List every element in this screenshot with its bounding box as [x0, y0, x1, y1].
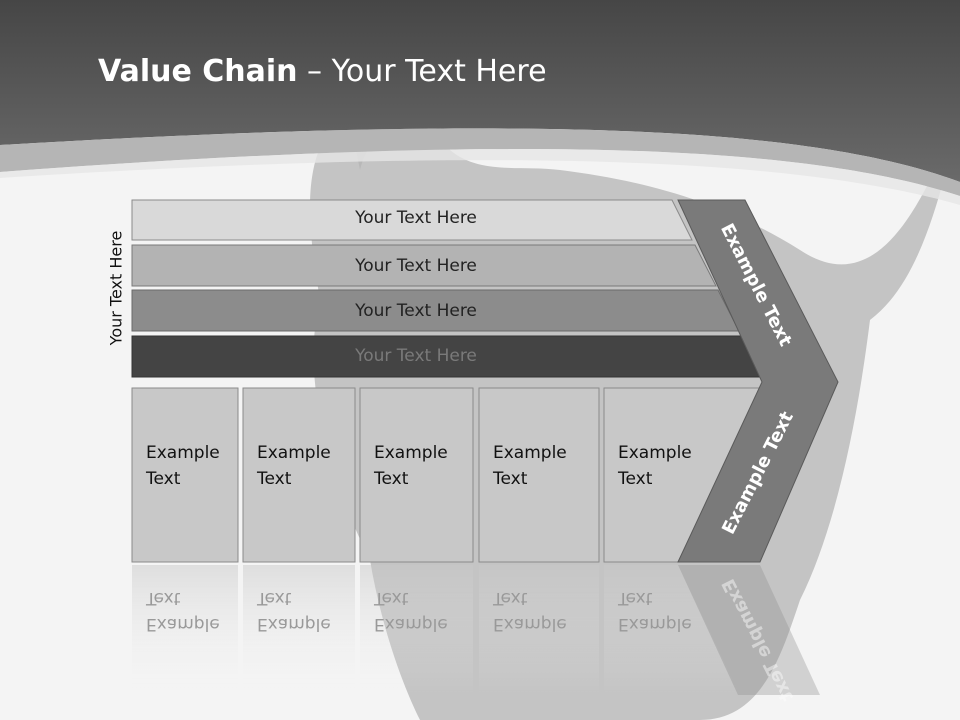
- row-label-4: Your Text Here: [355, 346, 477, 366]
- header-swoosh: [0, 128, 960, 196]
- column-box-4: [478, 387, 600, 563]
- row-bar-1: [131, 199, 693, 241]
- column-box-1: [131, 387, 239, 563]
- header-band: [0, 0, 960, 182]
- slide-title: Value Chain – Your Text Here: [98, 54, 547, 89]
- title-rest: – Your Text Here: [297, 54, 547, 89]
- column-reflections: [132, 565, 820, 695]
- row-label-2: Your Text Here: [355, 256, 477, 276]
- side-label: Your Text Here: [106, 230, 126, 346]
- row-bar-2: [131, 244, 717, 287]
- row-label-1: Your Text Here: [355, 208, 477, 228]
- column-box-3: [359, 387, 474, 563]
- chevron-arrow: [677, 199, 839, 563]
- row-label-3: Your Text Here: [355, 301, 477, 321]
- column-box-2: [242, 387, 356, 563]
- title-bold: Value Chain: [98, 54, 298, 89]
